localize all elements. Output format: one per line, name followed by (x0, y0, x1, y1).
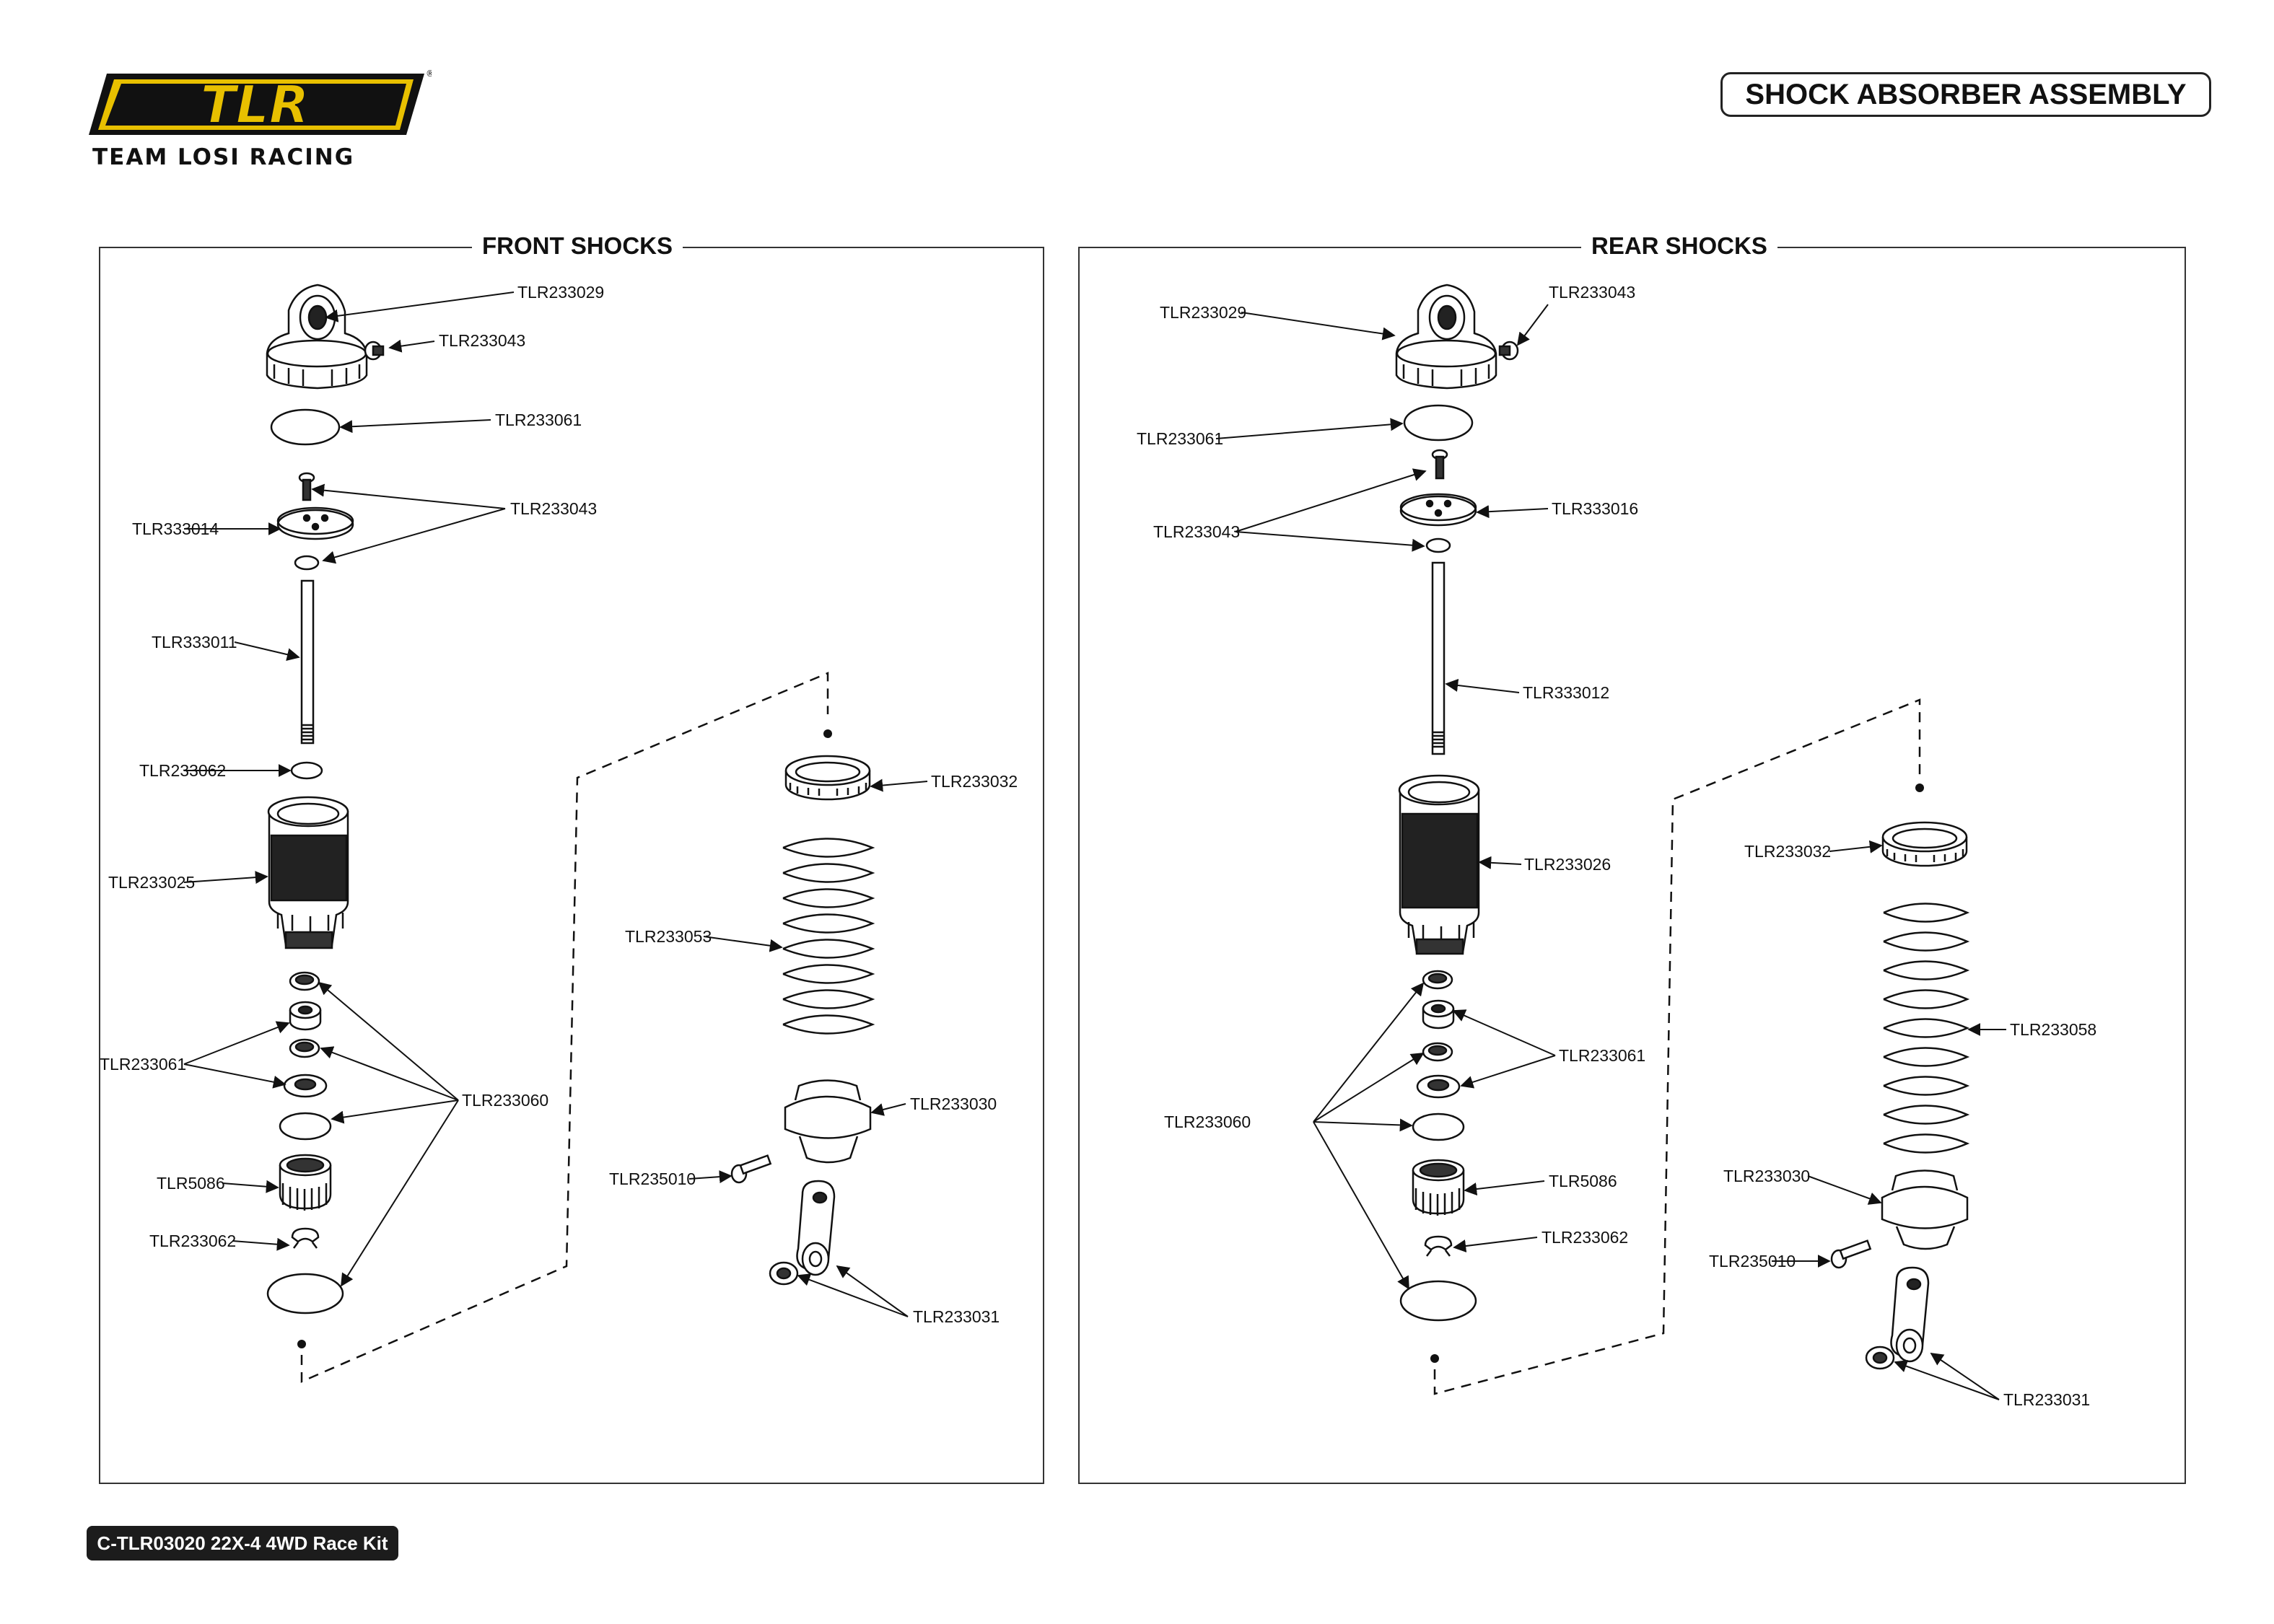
front-shocks-title: FRONT SHOCKS (472, 232, 683, 260)
rear-spacer (1422, 999, 1455, 1030)
rear-oring-3 (1399, 1280, 1477, 1322)
front-piston-screw (298, 472, 315, 501)
rear-spring-collar (1881, 821, 1968, 867)
front-label-cap-oring: TLR233061 (495, 411, 582, 429)
front-cap-screw (364, 341, 385, 361)
front-oring-3 (266, 1273, 344, 1314)
front-label-collar: TLR233032 (931, 772, 1018, 791)
rear-shock-shaft (1431, 561, 1446, 755)
front-spring-collar (784, 755, 871, 801)
rear-shock-body (1398, 774, 1480, 955)
front-oring-2 (279, 1112, 332, 1141)
logo-subtext: TEAM LOSI RACING (92, 144, 355, 170)
rear-label-spring: TLR233058 (2010, 1020, 2096, 1039)
rear-label-cap-oring: TLR233061 (1137, 429, 1223, 448)
front-label-piston: TLR333014 (132, 519, 219, 538)
front-clip (291, 1227, 320, 1249)
front-rod-bushing (769, 1261, 799, 1286)
rear-label-cup-screw: TLR235010 (1709, 1252, 1796, 1270)
rear-cap-screw (1498, 341, 1519, 361)
rear-label-bottom-cap: TLR5086 (1549, 1172, 1617, 1190)
front-shock-shaft (300, 579, 315, 745)
rear-piston-washer (1425, 537, 1451, 553)
rear-bottom-cap (1412, 1159, 1465, 1216)
rear-shocks-panel: REAR SHOCKS (1078, 232, 2186, 1484)
front-label-cap-screw: TLR233043 (439, 331, 525, 350)
rear-assembly-link (1433, 698, 1921, 1395)
rear-label-clip: TLR233062 (1541, 1228, 1628, 1247)
front-shaft-bushing (290, 761, 323, 780)
part-labels: TLR233029 TLR233043 TLR233061 TLR233043 … (100, 283, 2096, 1409)
rear-label-collar: TLR233032 (1744, 842, 1831, 861)
rear-label-piston: TLR333016 (1552, 499, 1638, 518)
rear-piston-screw (1431, 449, 1448, 480)
rear-oring-2 (1412, 1112, 1465, 1141)
front-rod-end (796, 1180, 836, 1276)
front-bottom-cap (279, 1154, 332, 1211)
front-spring-cup (784, 1079, 872, 1164)
front-assembly-link (300, 672, 829, 1383)
rear-label-shaft: TLR333012 (1523, 683, 1609, 702)
leader-lines (183, 291, 2006, 1400)
front-label-spring: TLR233053 (625, 927, 712, 946)
rear-label-cap-screw: TLR233043 (1549, 283, 1635, 302)
front-piston-washer (294, 555, 320, 571)
rear-spring-cup (1881, 1169, 1969, 1250)
front-spacer (289, 1001, 322, 1031)
front-spring (782, 838, 875, 1035)
rear-seal-washer (1416, 1074, 1461, 1099)
front-cap-oring (270, 408, 341, 446)
rear-label-body: TLR233026 (1524, 855, 1611, 874)
rear-cap-oring (1403, 404, 1474, 442)
front-label-piston-hardware: TLR233043 (510, 499, 597, 518)
front-label-bushing: TLR233062 (139, 761, 226, 780)
front-shock-cap (266, 284, 368, 390)
front-label-bottom-cap: TLR5086 (157, 1174, 225, 1193)
front-label-shaft: TLR333011 (152, 633, 237, 651)
logo-letters: TLR (201, 74, 309, 135)
rear-spring (1883, 903, 1970, 1154)
rear-label-spring-cup: TLR233030 (1723, 1167, 1810, 1185)
rear-label-seals-a: TLR233061 (1559, 1046, 1645, 1065)
tlr-logo: TLR ® TEAM LOSI RACING (85, 66, 434, 175)
rear-label-piston-hardware: TLR233043 (1153, 522, 1240, 541)
front-cup-screw (730, 1154, 772, 1184)
rear-cup-screw (1830, 1239, 1872, 1269)
front-label-clip: TLR233062 (149, 1232, 236, 1250)
rear-clip (1424, 1235, 1453, 1257)
front-shock-body (267, 796, 349, 949)
rear-label-seals-b: TLR233060 (1164, 1112, 1251, 1131)
front-piston (276, 506, 354, 540)
front-label-cup-screw: TLR235010 (609, 1169, 696, 1188)
front-shocks-panel: FRONT SHOCKS (99, 232, 1044, 1484)
page-title: SHOCK ABSORBER ASSEMBLY (1720, 72, 2211, 117)
tlr-logo-mark: TLR ® (89, 69, 434, 136)
rear-label-cap: TLR233029 (1160, 303, 1246, 322)
rear-shock-cap (1395, 284, 1497, 390)
rear-label-rod-end: TLR233031 (2003, 1390, 2090, 1409)
front-label-seals-a: TLR233061 (100, 1055, 186, 1074)
rear-shocks-title: REAR SHOCKS (1581, 232, 1777, 260)
front-label-spring-cup: TLR233030 (910, 1094, 997, 1113)
rear-rod-bushing (1865, 1346, 1895, 1370)
rear-rod-end (1890, 1266, 1930, 1363)
front-label-cap: TLR233029 (517, 283, 604, 302)
rear-piston (1399, 493, 1477, 527)
kit-label-badge: C-TLR03020 22X-4 4WD Race Kit (87, 1526, 398, 1561)
front-label-seals-b: TLR233060 (462, 1091, 548, 1110)
front-label-rod-end: TLR233031 (913, 1307, 1000, 1326)
front-seal-washer (283, 1074, 328, 1098)
front-label-body: TLR233025 (108, 873, 195, 892)
